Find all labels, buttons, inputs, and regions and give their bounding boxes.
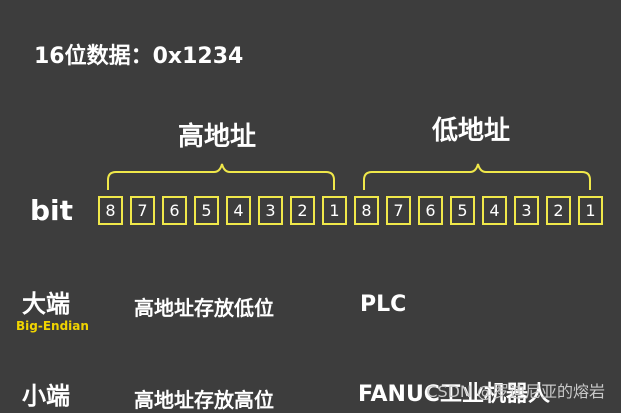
bit-label: bit (30, 194, 74, 227)
bit-cell: 4 (482, 196, 507, 225)
bit-cell: 7 (386, 196, 411, 225)
big-endian-example: PLC (360, 292, 407, 317)
big-endian-desc: 高地址存放低位 (134, 296, 274, 320)
bit-cell: 6 (418, 196, 443, 225)
bit-cell: 6 (162, 196, 187, 225)
watermark: CSDN @罗迪尼亚的熔岩 (426, 382, 605, 401)
bit-cell: 5 (194, 196, 219, 225)
bit-cell: 4 (226, 196, 251, 225)
bit-cell: 5 (450, 196, 475, 225)
high-address-label: 高地址 (178, 122, 257, 152)
bit-cell: 7 (130, 196, 155, 225)
diagram-title: 16位数据：0x1234 (34, 44, 244, 69)
little-endian-example: FANUC工业机器人 (358, 382, 550, 407)
bit-cell: 1 (322, 196, 347, 225)
bit-cell: 3 (514, 196, 539, 225)
bit-cell: 3 (258, 196, 283, 225)
bit-cell: 1 (578, 196, 603, 225)
bit-cell: 2 (290, 196, 315, 225)
big-endian-label: 大端 (22, 290, 70, 318)
low-address-label: 低地址 (432, 116, 511, 146)
low-address-brace (363, 163, 591, 190)
bit-cell: 8 (354, 196, 379, 225)
little-endian-desc: 高地址存放高位 (134, 388, 274, 412)
bit-cell: 8 (98, 196, 123, 225)
little-endian-label: 小端 (22, 382, 70, 410)
big-endian-sublabel: Big-Endian (16, 319, 89, 333)
bit-cell: 2 (546, 196, 571, 225)
high-address-brace (107, 163, 335, 190)
